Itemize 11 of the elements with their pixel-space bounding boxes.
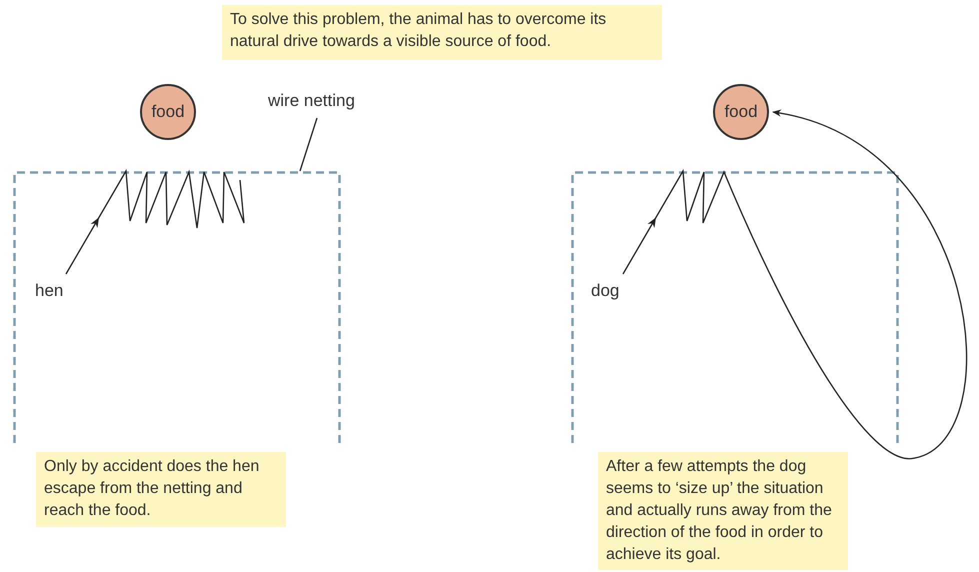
wire-netting-enclosure — [571, 171, 899, 443]
path-arrow — [622, 110, 968, 459]
path-arrow — [65, 168, 245, 274]
note-box: After a few attempts the dog seems to ‘size up’ the situation and actually runs away from the direction of the food in order to achieve its goal. — [598, 452, 848, 570]
wire-netting-enclosure — [13, 171, 341, 443]
note-box: Only by accident does the hen escape from the netting and reach the food. — [36, 452, 286, 527]
note-box: To solve this problem, the animal has to overcome its natural drive towards a visible source of food. — [222, 5, 662, 60]
leader-line — [299, 118, 318, 172]
label-text: dog — [591, 280, 625, 304]
label-text: wire netting — [268, 90, 378, 112]
label-text: hen — [35, 280, 65, 304]
